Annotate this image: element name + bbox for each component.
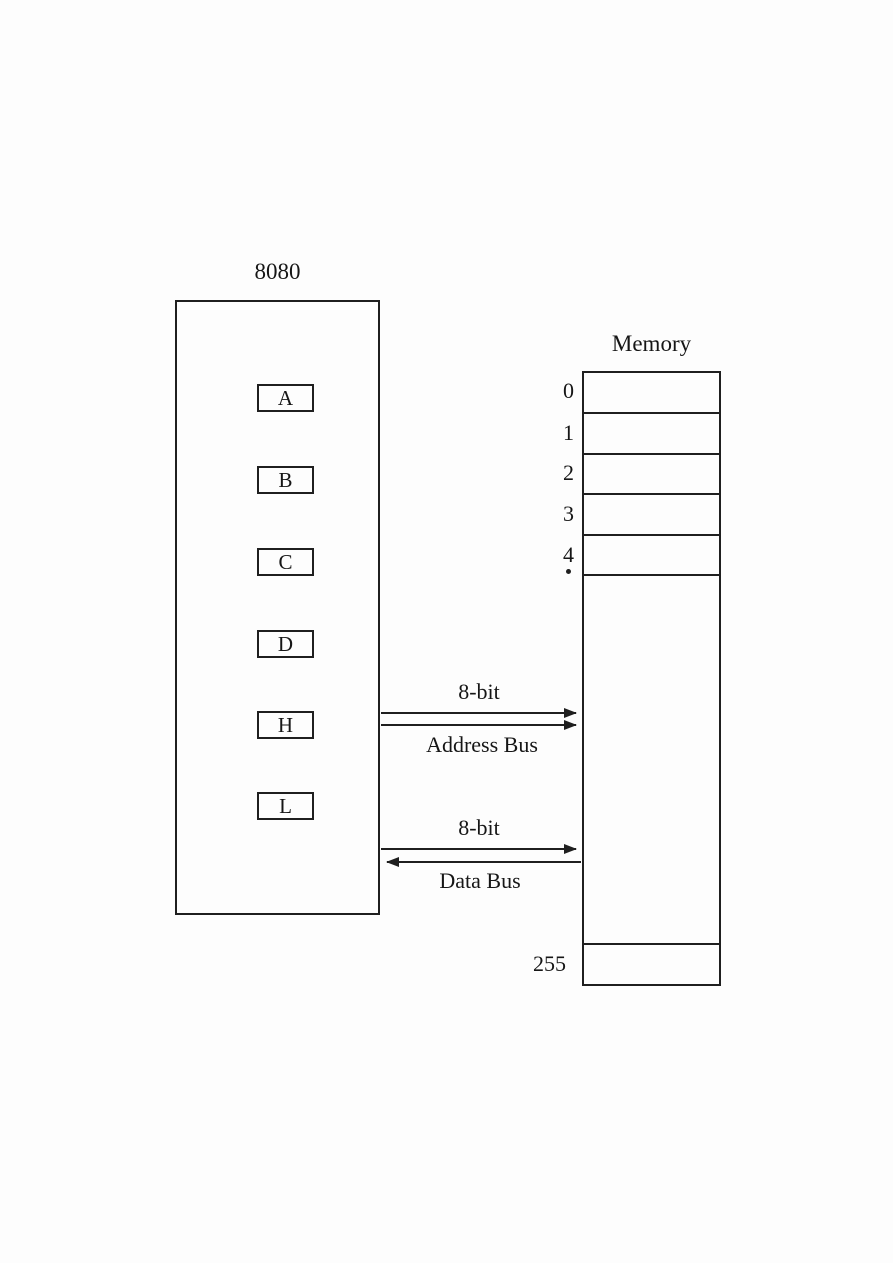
memory-row-separator [584,534,719,536]
address-bus-name-label: Address Bus [426,732,538,757]
memory-title: Memory [611,331,692,356]
memory-row-separator [584,493,719,495]
memory-row-separator [584,412,719,414]
memory-row-separator [584,943,719,945]
memory-row-separator [584,453,719,455]
vertical-ellipsis-dot [566,569,571,574]
memory-address-2: 2 [563,460,574,485]
cpu-box [175,300,380,915]
cpu-title: 8080 [254,259,301,284]
register-c: C [257,548,314,576]
register-h: H [257,711,314,739]
memory-address-0: 0 [563,378,574,403]
data-bus-name-label: Data Bus [439,868,521,893]
register-d: D [257,630,314,658]
memory-address-3: 3 [563,501,574,526]
memory-address-255: 255 [533,951,566,976]
memory-row-separator [584,574,719,576]
address-bus-width-label: 8-bit [458,679,500,704]
register-l: L [257,792,314,820]
register-a: A [257,384,314,412]
memory-box [582,371,721,986]
memory-address-1: 1 [563,420,574,445]
data-bus-width-label: 8-bit [458,815,500,840]
memory-address-4: 4 [563,542,574,567]
register-b: B [257,466,314,494]
